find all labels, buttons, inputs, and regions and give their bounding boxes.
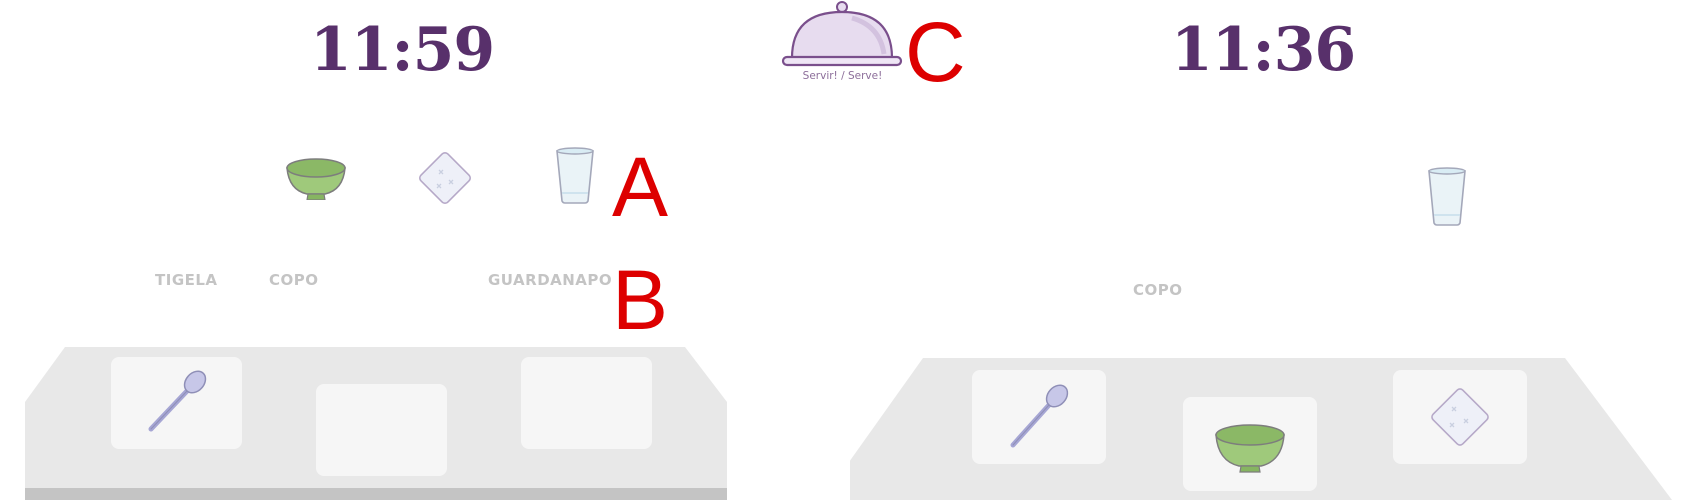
left-screen: 11:59 TIGELA COPO GUARDANAPO (25, 15, 727, 500)
word-label: COPO (1133, 281, 1183, 299)
napkin-icon (1431, 388, 1489, 446)
tray-slot-spoon[interactable] (972, 370, 1106, 464)
word-label: GUARDANAPO (488, 271, 613, 289)
timer: 11:59 (310, 15, 495, 85)
tray-slot-empty[interactable] (316, 384, 447, 476)
annotation-b: B (612, 253, 669, 347)
serve-button[interactable]: Servir! / Serve! (780, 0, 905, 90)
glass-item[interactable] (553, 145, 597, 205)
serve-caption: Servir! / Serve! (802, 70, 883, 82)
tray-slot-bowl[interactable] (1183, 397, 1317, 491)
bowl-item[interactable] (283, 150, 349, 201)
spoon-icon (1010, 384, 1069, 448)
napkin-item[interactable] (413, 146, 477, 210)
word-label: COPO (269, 271, 319, 289)
spoon-icon (148, 370, 206, 432)
bowl-icon (1215, 424, 1285, 473)
glass-item[interactable] (1425, 165, 1469, 227)
tray-slot-empty[interactable] (521, 357, 652, 449)
timer: 11:36 (1171, 15, 1356, 85)
word-label: TIGELA (155, 271, 218, 289)
right-screen: 11:36 COPO (850, 0, 1700, 500)
bowl-icon (286, 158, 346, 201)
napkin-icon (418, 151, 472, 205)
tray-slot-napkin[interactable] (1393, 370, 1527, 464)
annotation-c: C (905, 5, 966, 99)
glass-icon (556, 147, 594, 204)
cloche-icon (781, 1, 903, 67)
glass-icon (1428, 167, 1466, 226)
tray-slot-spoon[interactable] (111, 357, 242, 449)
annotation-a: A (612, 140, 669, 234)
